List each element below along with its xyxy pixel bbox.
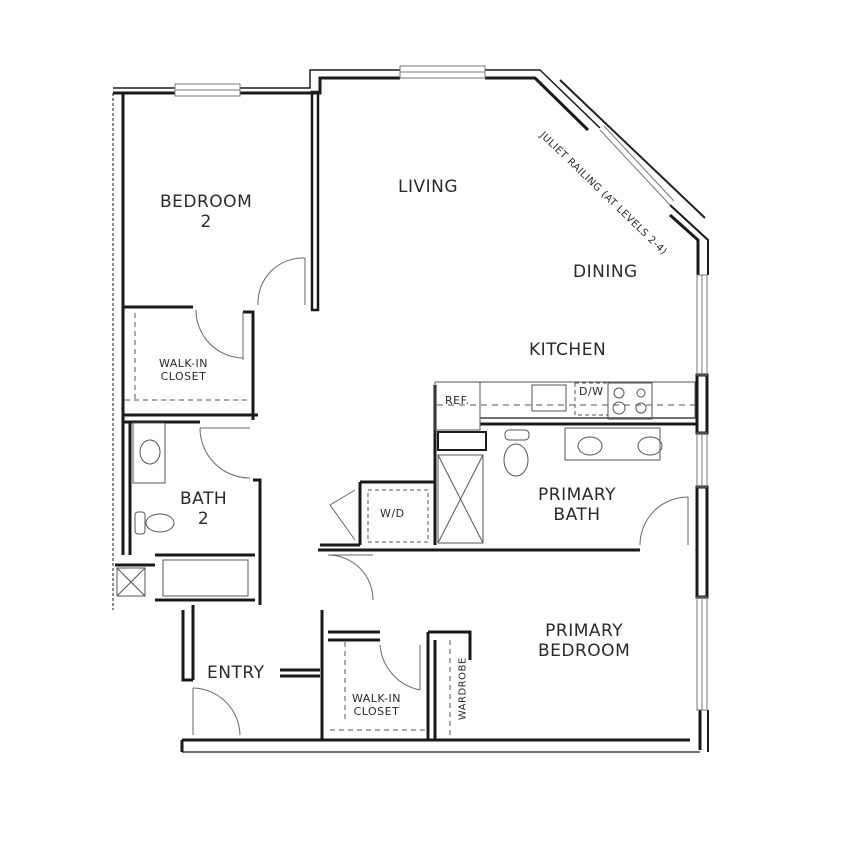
- room-label-line: 2: [197, 508, 210, 529]
- room-label-bedroom-2: BEDROOM 2: [160, 192, 253, 232]
- room-label-walkin-closet-1: WALK-IN CLOSET: [159, 357, 208, 383]
- room-label-line: CLOSET: [160, 369, 207, 383]
- room-label-kitchen: KITCHEN: [529, 340, 607, 360]
- room-label-walkin-closet-2: WALK-IN CLOSET: [352, 692, 401, 718]
- fixture-label-dishwasher: D/W: [579, 385, 604, 398]
- room-label-line: PRIMARY: [538, 485, 616, 505]
- room-label-washer-dryer: W/D: [380, 507, 405, 520]
- room-label-line: WALK-IN: [352, 692, 401, 705]
- room-label-dining: DINING: [573, 262, 638, 282]
- room-label-bath-2: BATH 2: [180, 489, 228, 529]
- room-label-wardrobe: WARDROBE: [457, 657, 469, 721]
- room-label-primary-bedroom: PRIMARY BEDROOM: [538, 621, 631, 661]
- room-label-primary-bath: PRIMARY BATH: [538, 485, 616, 525]
- room-label-line: CLOSET: [353, 704, 400, 718]
- windows: [174, 65, 708, 711]
- fixtures: [116, 313, 696, 738]
- fixture-label-refrigerator: REF.: [445, 394, 470, 407]
- room-label-living: LIVING: [398, 177, 459, 197]
- room-label-line: 2: [200, 211, 212, 232]
- room-label-line: BATH: [553, 504, 601, 525]
- room-label-line: PRIMARY: [545, 621, 624, 641]
- doors: [192, 257, 689, 736]
- room-label-line: WALK-IN: [159, 357, 208, 370]
- room-label-entry: ENTRY: [207, 663, 265, 683]
- room-label-line: BEDROOM: [160, 192, 253, 212]
- room-label-line: BATH: [180, 489, 228, 509]
- room-label-line: BEDROOM: [538, 640, 631, 661]
